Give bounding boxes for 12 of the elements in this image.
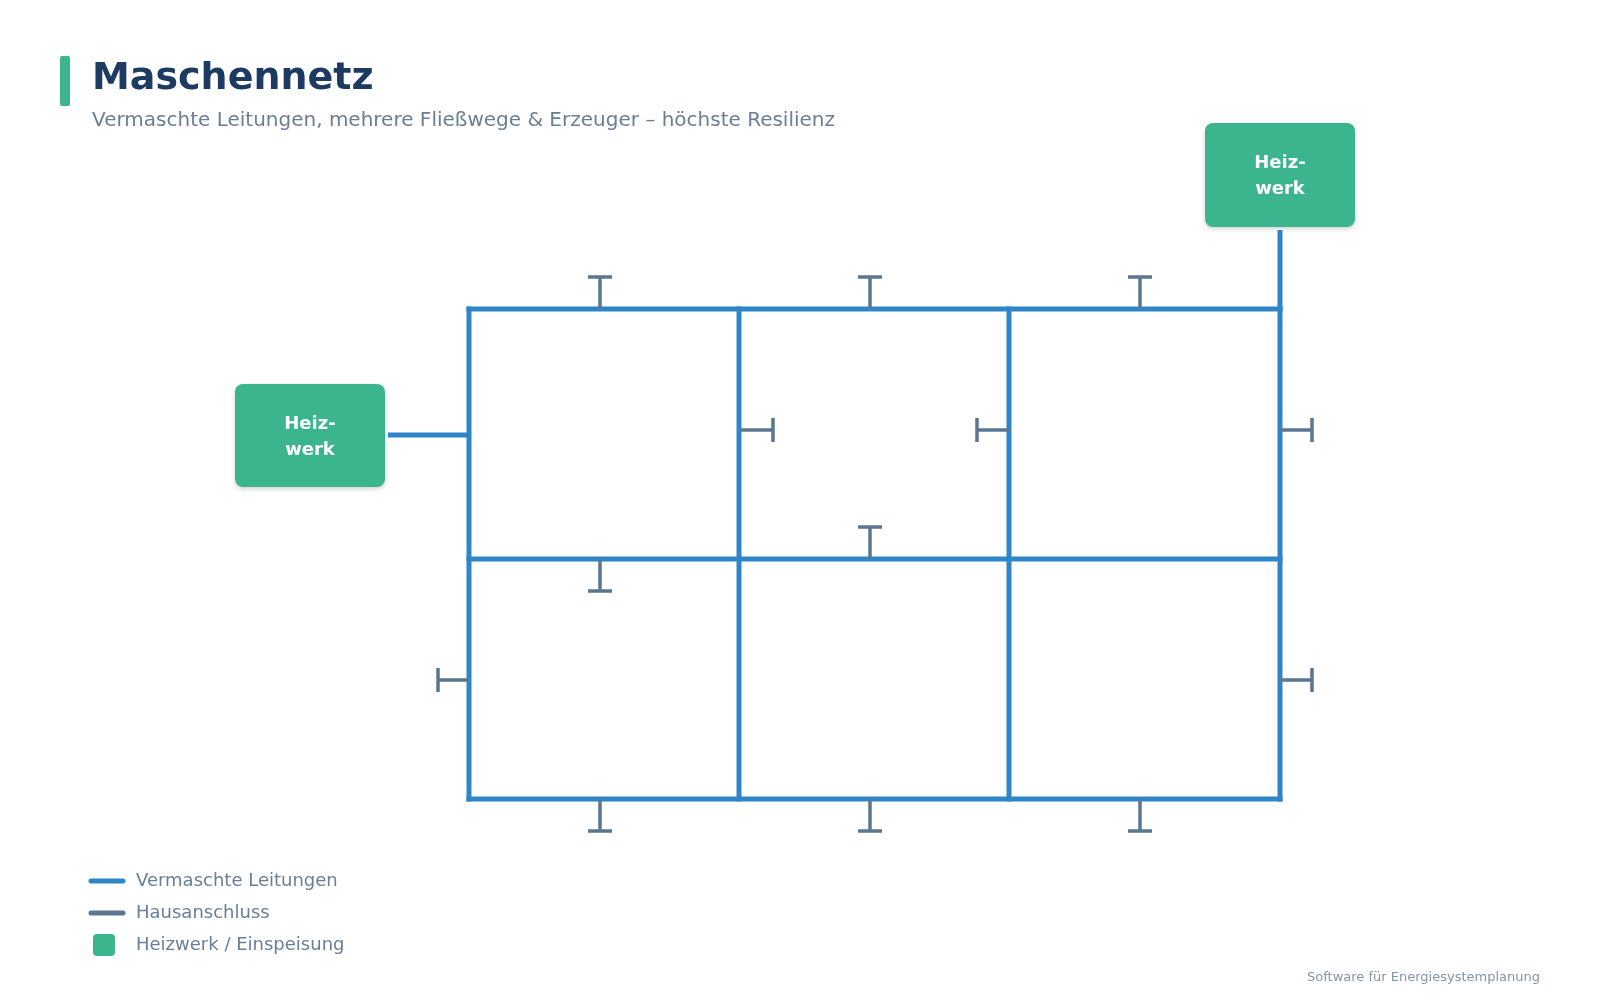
subtitle: Vermaschte Leitungen, mehrere Fließwege & Erzeuger – höchste Resilienz [92, 107, 836, 131]
feed-pipe [1277, 230, 1283, 309]
node-label: Heiz- werk [1253, 150, 1307, 200]
tagline: Software für Energiesystemplanung [1307, 969, 1540, 984]
heating-plant-box [235, 384, 385, 487]
legend-label: Heizwerk / Einspeisung [136, 933, 345, 954]
legend-label: Hausanschluss [136, 901, 270, 922]
heating-plant-box [1205, 123, 1355, 227]
title: Maschennetz [92, 54, 374, 98]
node-label: Heiz- werk [283, 410, 337, 461]
legend-label: Vermaschte Leitungen [136, 869, 338, 890]
feed-pipe [388, 432, 469, 438]
